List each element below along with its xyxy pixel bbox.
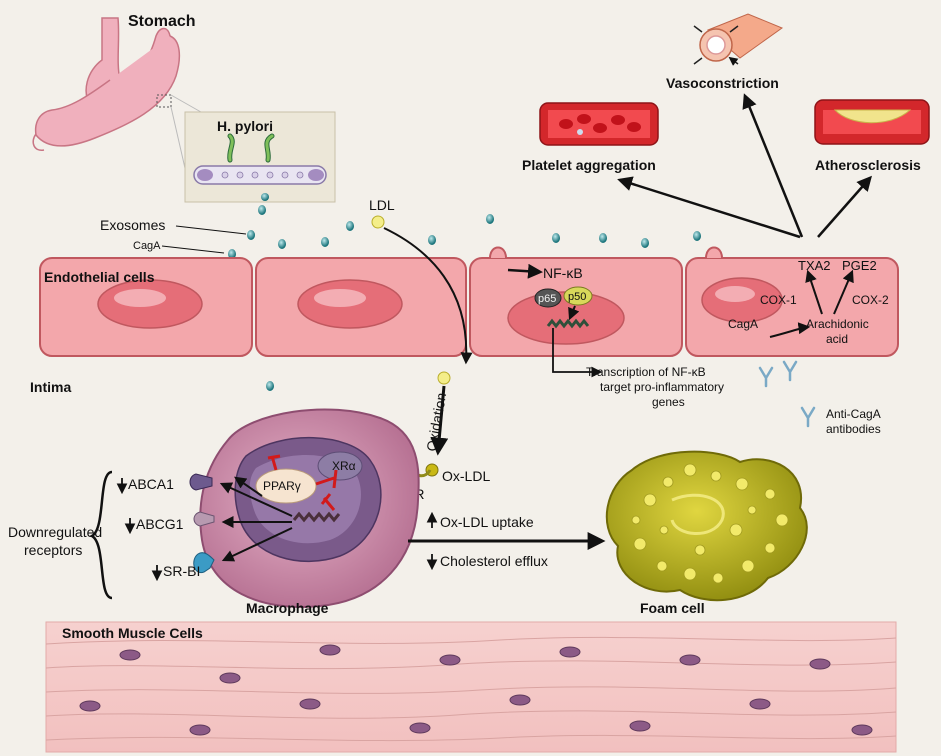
stomach-illustration xyxy=(32,17,181,151)
ppar-label: PPARγ xyxy=(263,479,301,493)
cox2-label: COX-2 xyxy=(852,293,889,307)
ldl-label: LDL xyxy=(369,197,395,213)
cholesterol-efflux-label: Cholesterol efflux xyxy=(440,553,548,569)
downregulated-line-1: Downregulated xyxy=(8,524,102,540)
exosomes-label: Exosomes xyxy=(100,217,165,233)
foam-cell-label: Foam cell xyxy=(640,600,705,616)
vasoconstriction-label: Vasoconstriction xyxy=(666,75,779,91)
txa2-label: TXA2 xyxy=(798,258,831,273)
macrophage-receptors xyxy=(189,473,215,574)
caga-cell-label: CagA xyxy=(728,317,758,331)
arachidonic-line-2: acid xyxy=(826,332,848,346)
anti-caga-line-2: antibodies xyxy=(826,422,881,436)
anti-caga-line-1: Anti-CagA xyxy=(826,407,881,421)
lxr-label: XRα xyxy=(332,459,356,473)
anti-caga-antibodies xyxy=(758,360,816,428)
outcome-arrows xyxy=(617,93,872,239)
pge2-label: PGE2 xyxy=(842,258,877,273)
endothelial-cells-label: Endothelial cells xyxy=(44,269,155,285)
transcription-line-2: target pro-inflammatory xyxy=(600,380,724,394)
receptor-arrows xyxy=(219,476,293,562)
smooth-muscle-label: Smooth Muscle Cells xyxy=(62,625,203,641)
transcription-line-3: genes xyxy=(652,395,685,409)
p65-label: p65 xyxy=(538,293,556,305)
platelet-aggregation-label: Platelet aggregation xyxy=(522,157,656,173)
h-pylori-zoom-box xyxy=(170,94,336,203)
intima-label: Intima xyxy=(30,379,71,395)
oxidation-label: Oxidation xyxy=(423,391,449,452)
nfkb-label: NF-κB xyxy=(543,265,583,281)
srbi-label: SR-BI xyxy=(163,563,200,579)
h-pylori-label: H. pylori xyxy=(217,118,273,134)
macrophage-label: Macrophage xyxy=(246,600,329,616)
smooth-muscle-layer xyxy=(45,621,897,753)
foam-cell xyxy=(605,450,808,602)
stomach-label: Stomach xyxy=(128,13,196,30)
arachidonic-line-1: Arachidonic xyxy=(806,317,869,331)
caga-top-label: CagA xyxy=(133,240,161,252)
atherosclerosis-vessel-icon xyxy=(814,99,930,145)
arachidonic-pathway xyxy=(769,269,854,338)
p50-label: p50 xyxy=(568,291,586,303)
atherosclerosis-label: Atherosclerosis xyxy=(815,157,921,173)
ox-ldl-label: Ox-LDL xyxy=(442,468,490,484)
down-arrows xyxy=(116,478,163,582)
receptor-brace xyxy=(89,470,113,600)
abca1-label: ABCA1 xyxy=(128,476,174,492)
vasoconstriction-icon xyxy=(693,13,784,64)
blood-vessel-platelet-icon xyxy=(539,102,659,146)
downregulated-line-2: receptors xyxy=(24,542,82,558)
nfkb-complex xyxy=(507,263,603,378)
abcg1-label: ABCG1 xyxy=(136,516,184,532)
transcription-line-1: Transcription of NF-κB xyxy=(586,365,706,379)
cox1-label: COX-1 xyxy=(760,293,797,307)
macrophage-cell xyxy=(199,408,420,608)
ox-ldl-uptake-label: Ox-LDL uptake xyxy=(440,514,534,530)
